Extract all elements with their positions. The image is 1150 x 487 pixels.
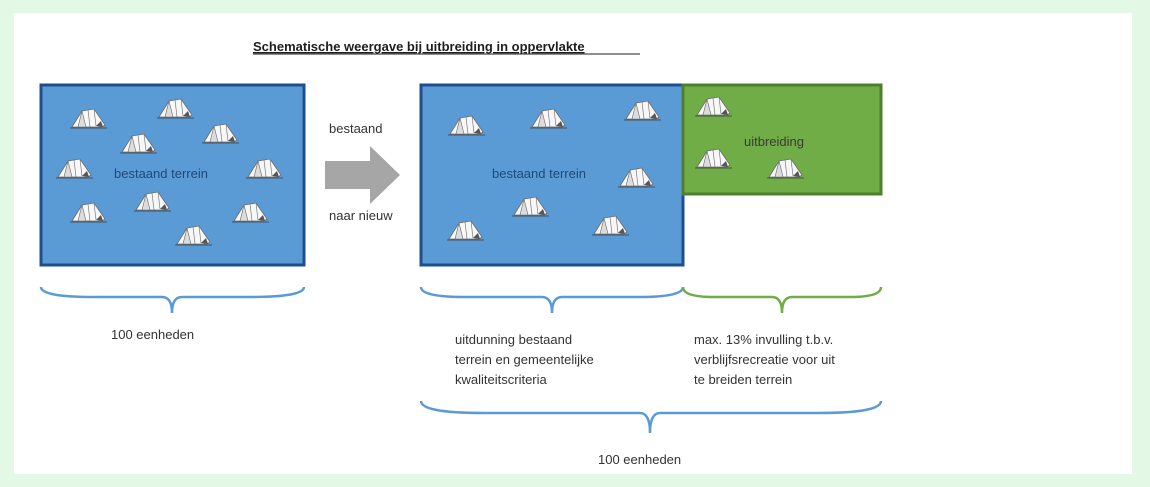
green-brace-caption-line: te breiden terrein bbox=[694, 372, 792, 387]
bottom-brace bbox=[419, 400, 883, 434]
blue-brace-caption: uitdunning bestaand terrein en gemeentel… bbox=[455, 332, 597, 387]
blue-brace-caption-line: kwaliteitscriteria bbox=[455, 372, 548, 387]
extension-box: uitbreiding bbox=[681, 83, 883, 196]
arrow-top-label: bestaand bbox=[329, 121, 383, 136]
diagram-frame: Schematische weergave bij uitbreiding in… bbox=[14, 13, 1132, 474]
extension-label: uitbreiding bbox=[744, 134, 804, 149]
blue-brace-caption-line: terrein en gemeentelijke bbox=[455, 352, 594, 367]
right-green-brace bbox=[681, 286, 883, 314]
diagram-canvas: Schematische weergave bij uitbreiding in… bbox=[39, 39, 883, 467]
transition-arrow bbox=[325, 146, 400, 204]
right-blue-brace bbox=[419, 286, 685, 314]
arrow-bottom-label: naar nieuw bbox=[329, 208, 393, 223]
new-existing-site-box: bestaand terrein bbox=[419, 83, 685, 267]
diagram-title: Schematische weergave bij uitbreiding in… bbox=[253, 39, 585, 54]
existing-site-box: bestaand terrein bbox=[39, 83, 306, 267]
left-brace-caption: 100 eenheden bbox=[111, 327, 194, 342]
new-existing-site-label: bestaand terrein bbox=[492, 166, 586, 181]
bottom-brace-caption: 100 eenheden bbox=[598, 452, 681, 467]
green-brace-caption-line: max. 13% invulling t.b.v. bbox=[694, 332, 833, 347]
existing-site-label: bestaand terrein bbox=[114, 166, 208, 181]
blue-brace-caption-line: uitdunning bestaand bbox=[455, 332, 572, 347]
green-brace-caption-line: verblijfsrecreatie voor uit bbox=[694, 352, 835, 367]
left-brace bbox=[39, 286, 306, 314]
green-brace-caption: max. 13% invulling t.b.v. verblijfsrecre… bbox=[694, 332, 839, 387]
